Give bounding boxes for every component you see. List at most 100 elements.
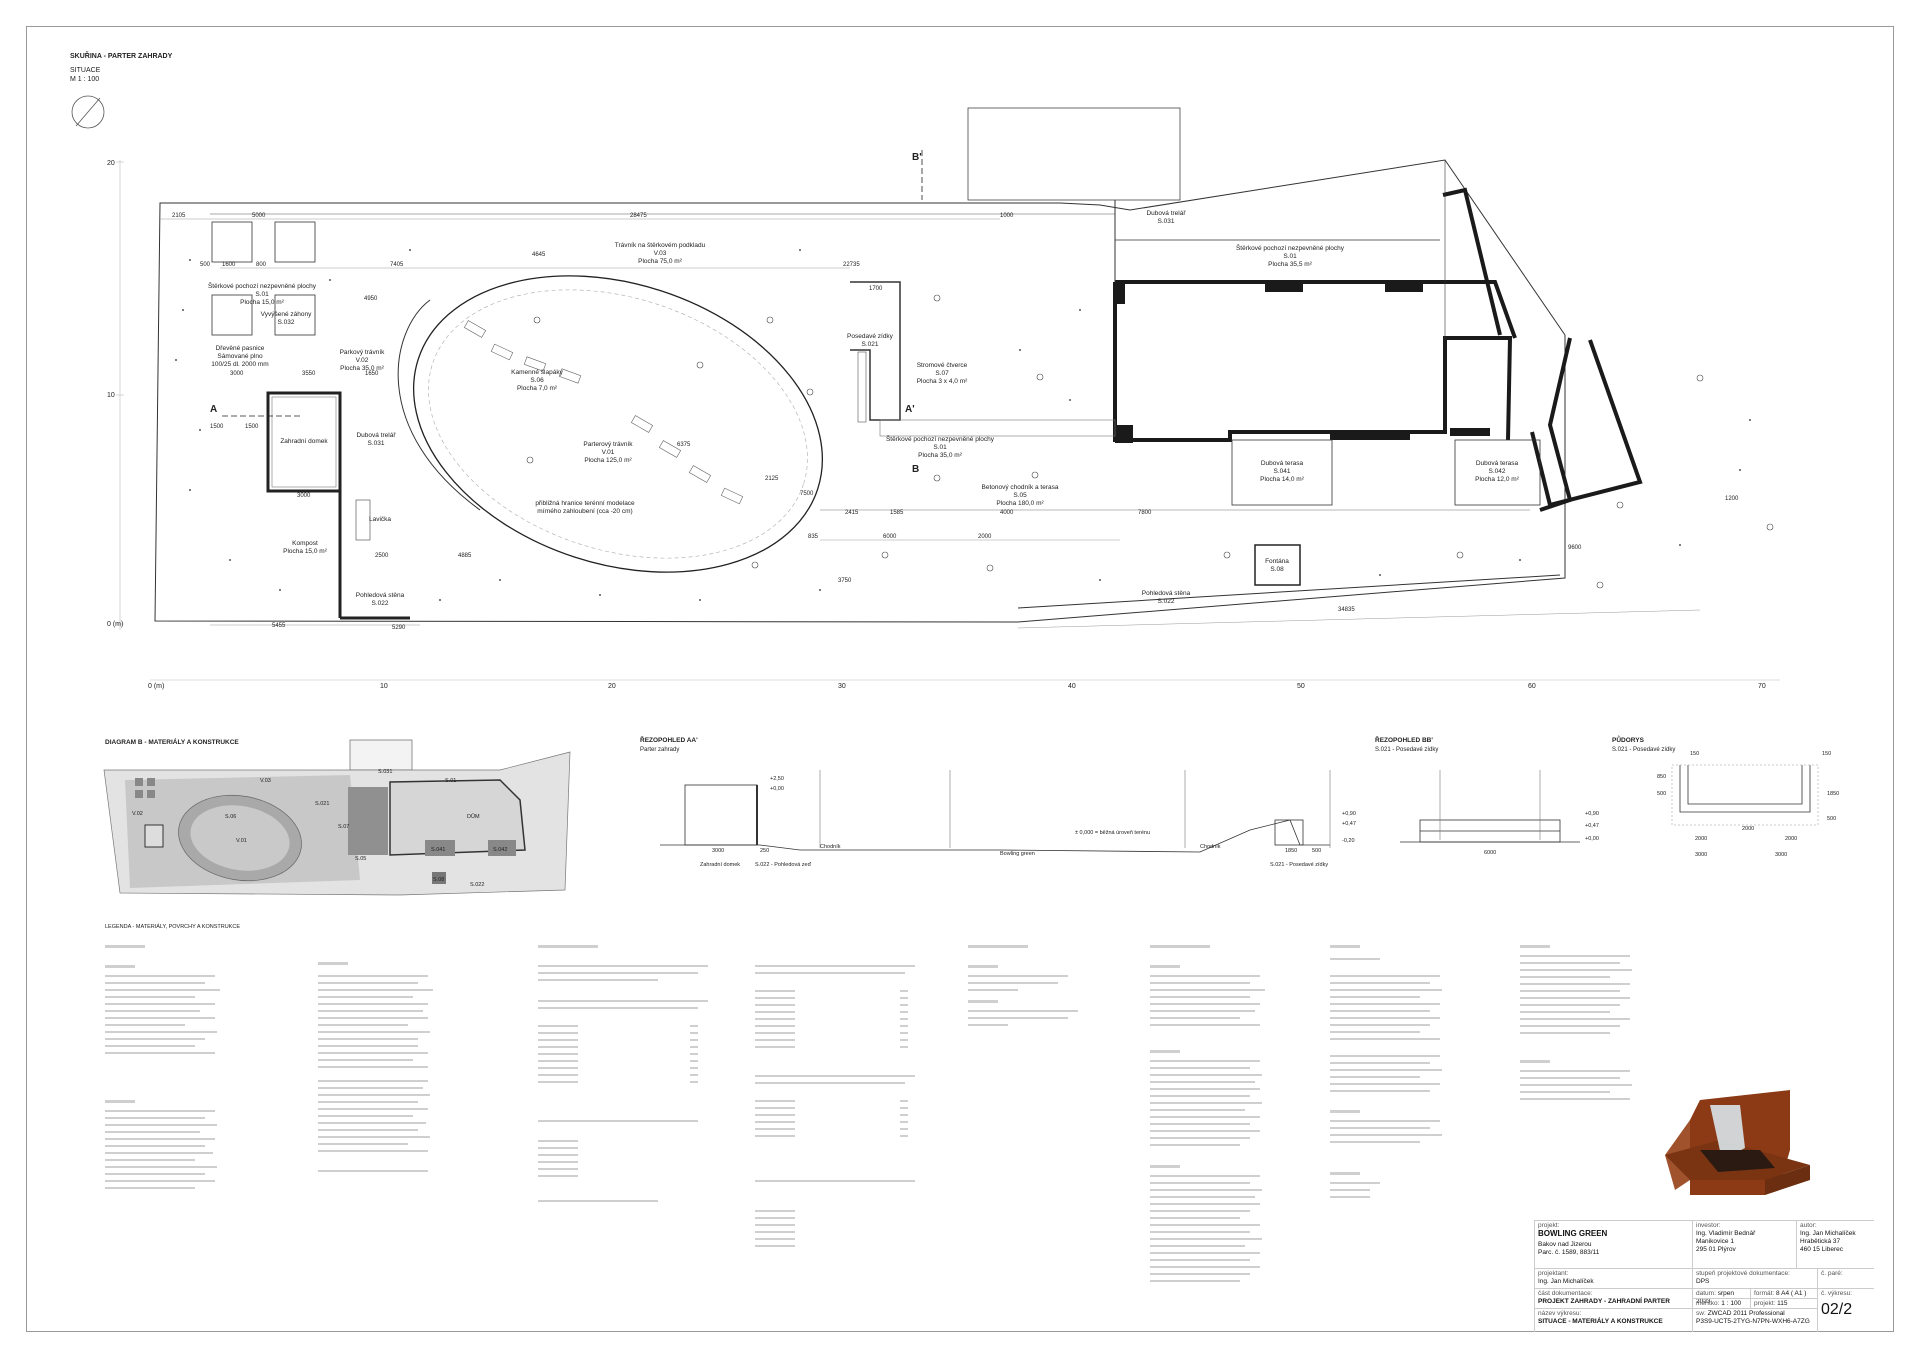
section-label: S.022 - Pohledová zeď <box>755 862 812 868</box>
dim-text: 4950 <box>364 296 378 302</box>
area-label: Dubová trelář <box>356 432 396 439</box>
house-window <box>1385 282 1423 292</box>
section-dim: 6000 <box>1484 850 1496 856</box>
axis-x-label: 40 <box>1068 683 1076 690</box>
dim-text: 9600 <box>1568 545 1582 551</box>
dimension-texts: 2105 5000 28475 1000 7405 4645 22735 495… <box>172 213 1739 631</box>
sheet-subtitle: SITUACE <box>70 67 101 74</box>
axis-x-label: 50 <box>1297 683 1305 690</box>
diagram-tag: V.02 <box>132 811 143 817</box>
fountain <box>1254 544 1301 586</box>
dim-text: 2105 <box>172 213 186 219</box>
dim-text: 1500 <box>210 424 224 430</box>
area-label: Plocha 7,0 m² <box>517 385 558 392</box>
axis-y-label: 10 <box>107 392 115 399</box>
diagram-oval-inner <box>190 805 290 871</box>
detail-dim: 3000 <box>1695 852 1707 858</box>
area-label: Dubová terasa <box>1476 460 1519 467</box>
area-label: mírného zahloubení (cca -20 cm) <box>537 508 632 515</box>
diagram-garden-house <box>144 824 164 848</box>
area-label: V.02 <box>356 357 369 364</box>
tb-label: stupeň projektové dokumentace: <box>1696 1270 1790 1277</box>
area-label: 100/25 dl. 2000 mm <box>211 361 268 368</box>
dim-text: 5290 <box>392 625 406 631</box>
tb-copy: č. paré: <box>1817 1268 1874 1288</box>
area-label: Sámované plno <box>217 353 263 360</box>
tb-author-name: Ing. Jan Michalíček <box>1800 1230 1856 1237</box>
diagram-tag: S.08 <box>433 877 444 883</box>
tb-format: formát: 8 A4 ( A1 ) <box>1750 1288 1817 1298</box>
tb-label: projekt: <box>1754 1300 1776 1307</box>
dim-text: 7405 <box>390 262 404 268</box>
sheet-header: SKUŘINA - PARTER ZAHRADY SITUACE M 1 : 1… <box>70 52 172 84</box>
tb-project: projekt: BOWLING GREEN Bakov nad Jizerou… <box>1534 1220 1692 1268</box>
area-label: Plocha 125,0 m² <box>584 457 632 464</box>
tb-project-no-value: 115 <box>1777 1300 1788 1307</box>
dim-text: 2125 <box>765 476 779 482</box>
dim-text: 800 <box>256 262 267 268</box>
detail-dim: 150 <box>1690 751 1699 757</box>
section-mark-b-prime: B' <box>912 152 922 163</box>
tb-label: měřítko: <box>1696 1300 1720 1307</box>
diagram-tag: S.07 <box>338 824 349 830</box>
area-label: Dubová trelář <box>1146 210 1186 217</box>
area-label: Trávník na štěrkovém podkladu <box>615 242 706 249</box>
section-bb-drawing <box>1400 770 1580 843</box>
dim-text: 3550 <box>302 371 316 377</box>
diagram-tag: V.01 <box>236 838 247 844</box>
dim-text: 1600 <box>222 262 236 268</box>
tb-project-name: BOWLING GREEN <box>1538 1229 1608 1238</box>
house-walls <box>1113 187 1643 512</box>
section-aa-title: ŘEZOPOHLED AA' <box>640 735 698 744</box>
plan-detail-subtitle: S.021 - Posedavé zídky <box>1612 747 1675 753</box>
section-label: ± 0,000 = běžná úroveň terénu <box>1075 830 1150 836</box>
planting-dots <box>175 249 1751 601</box>
diagram-tag: DŮM <box>467 813 480 820</box>
seating-wall-inner <box>857 351 867 423</box>
area-label: Dubová terasa <box>1261 460 1304 467</box>
tb-investor: investor: Ing. Vladimír Bednář Manikovic… <box>1692 1220 1796 1268</box>
dim-text: 1000 <box>1000 213 1014 219</box>
section-bb-subtitle: S.021 - Posedavé zídky <box>1375 747 1438 753</box>
dimension-lines <box>160 218 1701 629</box>
tb-stage-value: DPS <box>1696 1278 1710 1285</box>
area-label: S.01 <box>1283 253 1297 260</box>
area-label: S.01 <box>933 444 947 451</box>
tb-drawing-name: název výkresu: SITUACE - MATERIÁLY A KON… <box>1534 1308 1692 1332</box>
north-arrow-icon <box>71 95 105 129</box>
section-aa-drawing <box>660 784 1330 853</box>
dim-text: 1700 <box>869 286 883 292</box>
dim-text: 6375 <box>677 442 691 448</box>
section-marks: A A' B B' <box>210 152 922 475</box>
dim-text: 4645 <box>532 252 546 258</box>
section-dim: 1850 <box>1285 848 1297 854</box>
legend-title: LEGENDA - MATERIÁLY, POVRCHY A KONSTRUKC… <box>105 923 240 930</box>
house-pillar <box>1115 425 1133 443</box>
lawn-edge <box>397 299 481 511</box>
detail-dim: 2000 <box>1742 826 1754 832</box>
plan-detail-drawing <box>1671 764 1819 826</box>
tree-symbols <box>526 294 1774 589</box>
house-pillar <box>1115 282 1125 304</box>
diagram-fountain <box>432 872 446 884</box>
tb-project-parcel: Parc. č. 1589, 883/11 <box>1538 1249 1600 1256</box>
tb-project-no: projekt: 115 <box>1750 1298 1817 1308</box>
area-label: S.042 <box>1489 468 1506 475</box>
level-mark: +0,47 <box>1585 823 1599 829</box>
area-label: Plocha 12,0 m² <box>1475 476 1520 483</box>
dim-text: 1200 <box>1725 496 1739 502</box>
tb-software: sw: ZWCAD 2011 Professional P3S9-UCT5-2T… <box>1692 1308 1817 1332</box>
dim-text: 6000 <box>883 534 897 540</box>
diagram-tag: S.021 <box>315 801 329 807</box>
seating-walls <box>850 281 901 421</box>
area-label: S.08 <box>1270 566 1284 573</box>
area-label: V.01 <box>602 449 615 456</box>
diagram-tag: S.031 <box>378 769 392 775</box>
dim-text: 1500 <box>245 424 259 430</box>
diagram-terrace-1 <box>425 840 455 856</box>
section-label: Zahradní domek <box>700 862 740 868</box>
dim-text: 3750 <box>838 578 852 584</box>
level-mark: +2,50 <box>770 776 784 782</box>
house-window <box>1265 282 1303 292</box>
